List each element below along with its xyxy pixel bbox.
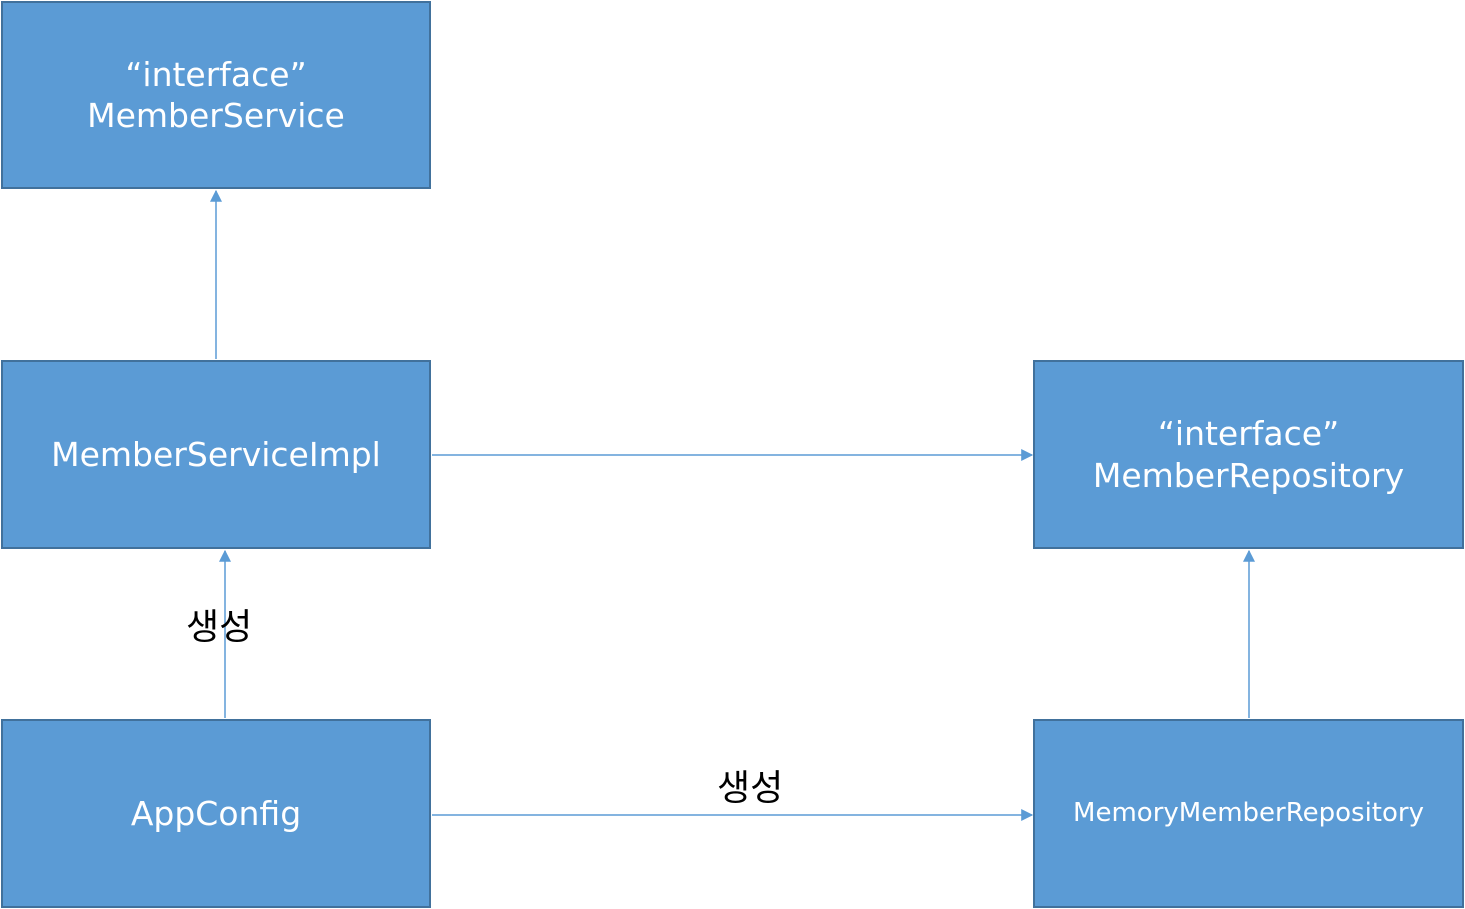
class-name: MemoryMemberRepository <box>1073 798 1424 829</box>
class-name: MemberServiceImpl <box>51 434 381 474</box>
create-label-repo: 생성 <box>717 768 784 809</box>
member-repository-interface-box: “interface” MemberRepository <box>1033 360 1464 549</box>
member-service-interface-box: “interface” MemberService <box>1 1 431 189</box>
memory-member-repository-box: MemoryMemberRepository <box>1033 719 1464 908</box>
class-name: AppConfig <box>130 793 302 833</box>
app-config-box: AppConfig <box>1 719 431 908</box>
class-name: MemberService <box>87 96 345 135</box>
stereotype-label: “interface” <box>1157 414 1340 454</box>
create-label-impl: 생성 <box>186 607 253 648</box>
member-service-impl-box: MemberServiceImpl <box>1 360 431 549</box>
stereotype-label: “interface” <box>125 54 307 94</box>
class-name: MemberRepository <box>1092 455 1405 495</box>
